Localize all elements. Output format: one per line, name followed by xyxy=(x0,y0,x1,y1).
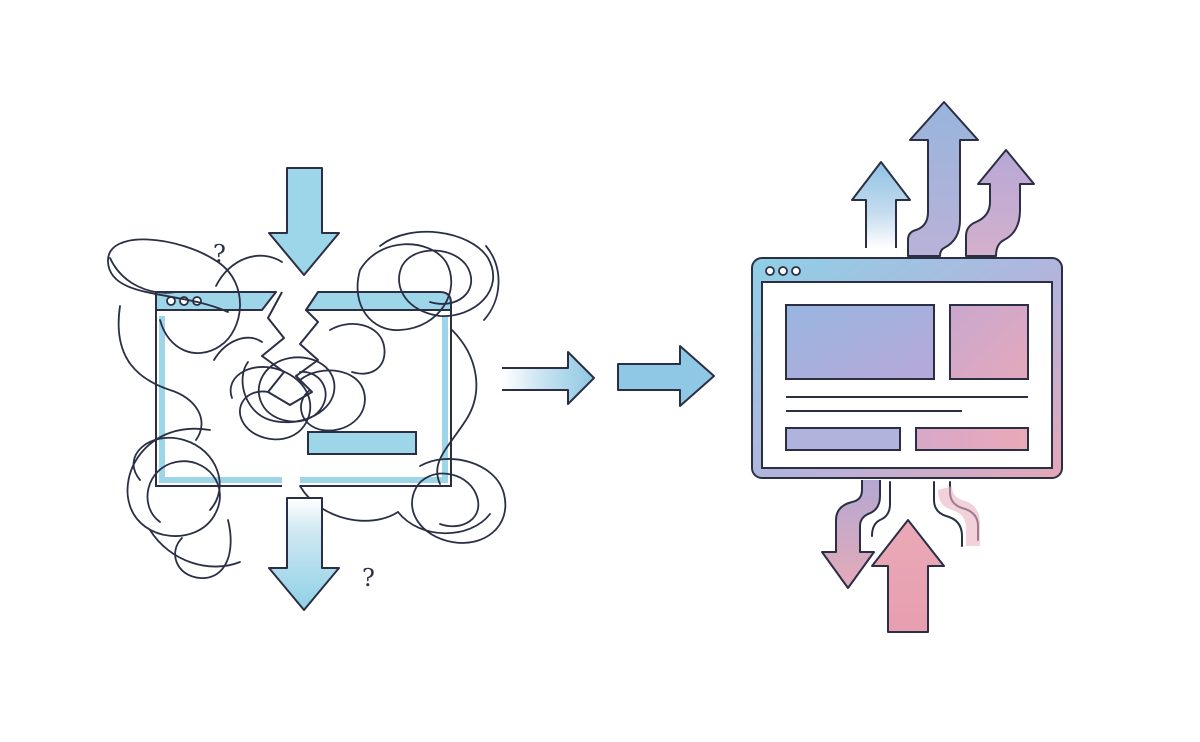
outgoing-down-arrow-icon xyxy=(268,497,340,611)
incoming-down-arrow-icon xyxy=(268,167,340,276)
content-block-large xyxy=(785,304,935,380)
tangle-scribble xyxy=(107,230,507,579)
upward-arrow-icon xyxy=(907,101,979,257)
window-dot-icon xyxy=(765,266,775,276)
question-mark-bottom: ? xyxy=(362,564,375,592)
button-block-right xyxy=(915,427,1029,451)
transition-arrow-icon xyxy=(502,352,594,404)
transition-arrows-group xyxy=(502,345,715,407)
window-dot-icon xyxy=(778,266,788,276)
clean-browser-window-icon xyxy=(751,257,1063,479)
upward-arrow-icon xyxy=(965,149,1035,257)
content-block-small xyxy=(949,304,1029,380)
clean-browser-group xyxy=(751,101,1063,633)
crack-icon xyxy=(261,291,319,406)
broken-browser-window-icon xyxy=(155,291,452,487)
tangled-browser-group: ? ? xyxy=(107,167,507,611)
upward-arrow-icon xyxy=(871,519,945,633)
downward-arrow-icon xyxy=(821,480,881,589)
upward-arrow-icon xyxy=(851,161,911,248)
broken-content-bar xyxy=(307,431,417,455)
window-dot-icon xyxy=(791,266,801,276)
question-mark-top: ? xyxy=(213,240,226,268)
transition-arrow-icon xyxy=(617,345,715,407)
button-block-left xyxy=(785,427,901,451)
